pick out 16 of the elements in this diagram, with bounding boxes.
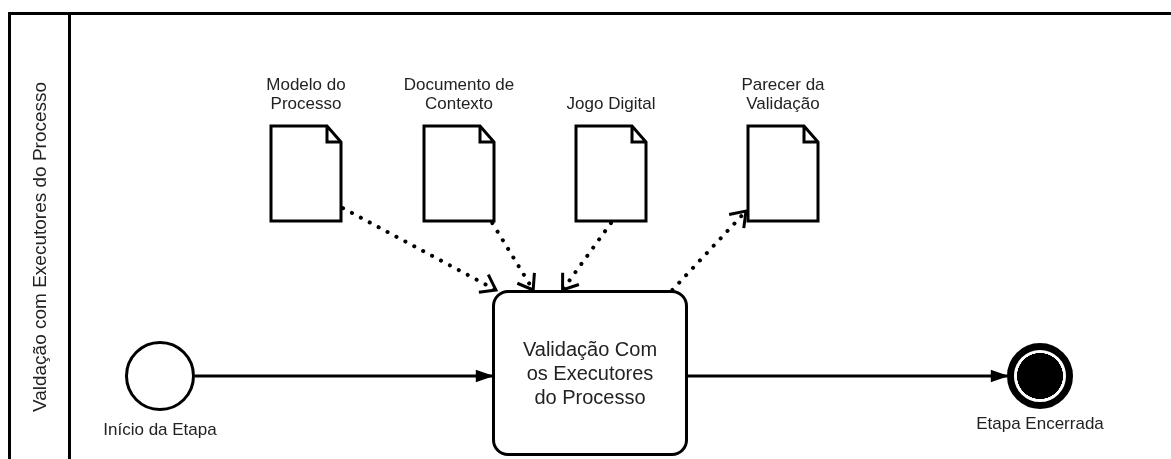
sequence-flow-arrow — [688, 369, 1009, 383]
task-label: Validação Com os Executores do Processo — [521, 337, 659, 409]
event-label: Etapa Encerrada — [976, 414, 1104, 434]
association-arrow — [490, 221, 536, 292]
association-arrow — [670, 209, 748, 292]
sequence-flow-arrow — [195, 369, 494, 383]
task-box — [492, 290, 688, 456]
document-label: Parecer da Validação — [740, 74, 826, 114]
document-label: Modelo do Processo — [265, 74, 347, 114]
association-arrow — [560, 221, 613, 292]
pool-lane — [8, 12, 1171, 459]
document-label: Jogo Digital — [565, 94, 657, 114]
association-arrow — [341, 206, 498, 294]
lane-title: Valdação com Executores do Processo — [28, 81, 51, 413]
event-label: Início da Etapa — [103, 420, 217, 440]
document-label: Documento de Contexto — [402, 74, 516, 114]
